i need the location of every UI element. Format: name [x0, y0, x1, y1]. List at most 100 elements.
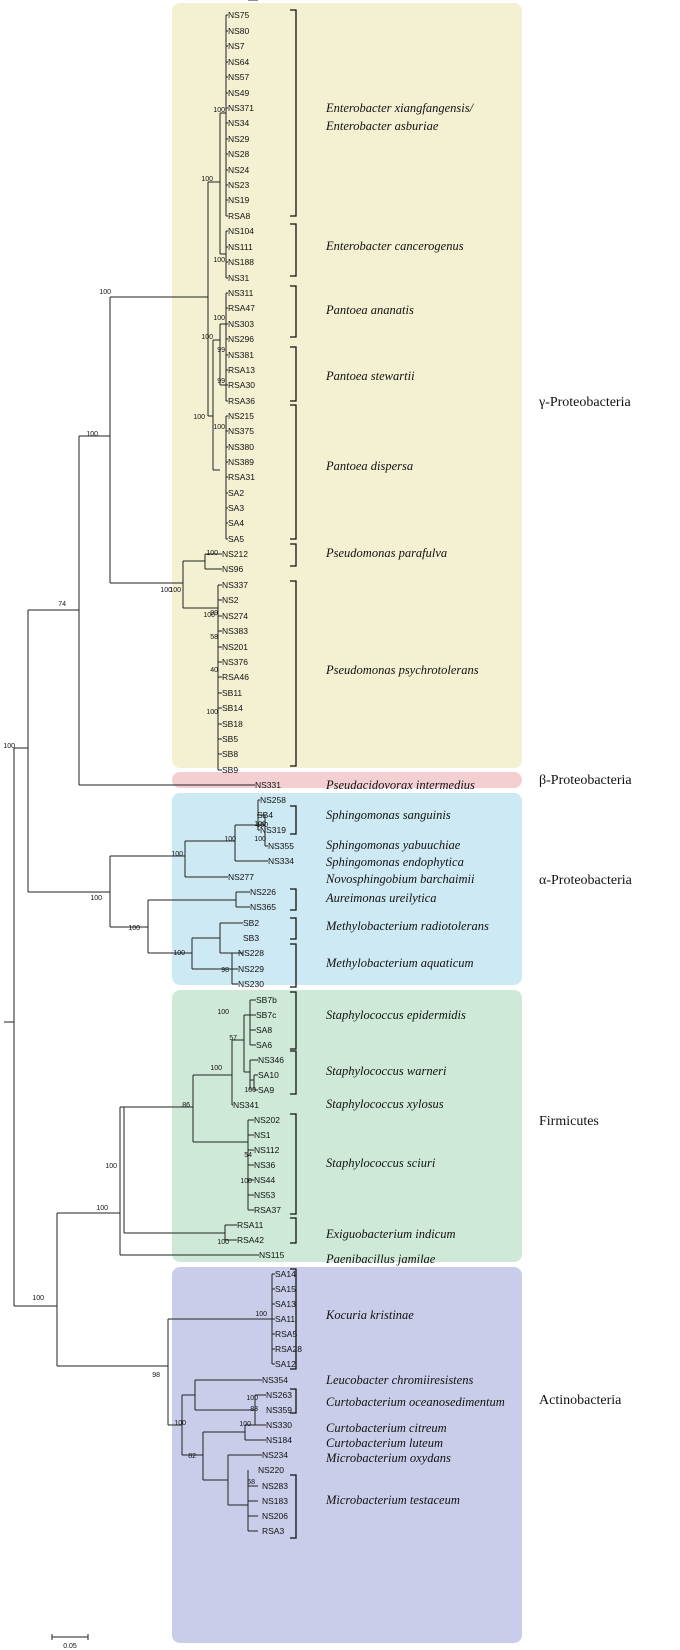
leaf-label: NS44 — [254, 1175, 276, 1185]
leaf-label: RSA5 — [275, 1329, 297, 1339]
bootstrap-value: 100 — [203, 612, 215, 619]
bootstrap-value: 100 — [169, 587, 181, 594]
group-labels: γ-Proteobacteriaβ-Proteobacteriaα-Proteo… — [538, 395, 633, 1408]
bootstrap-value: 100 — [96, 1205, 108, 1212]
group-label: Firmicutes — [539, 1114, 599, 1129]
leaf-label: NS274 — [222, 611, 248, 621]
bootstrap-value: 100 — [217, 1009, 229, 1016]
leaf-label: NS263 — [266, 1390, 292, 1400]
leaf-label: NS31 — [228, 273, 250, 283]
leaf-label: SA2 — [228, 488, 244, 498]
bootstrap-value: 98 — [221, 967, 229, 974]
leaf-label: NS228 — [238, 948, 264, 958]
species-name: Aureimonas ureilytica — [325, 891, 437, 905]
group-panel — [172, 772, 522, 788]
leaf-label: SA9 — [258, 1085, 274, 1095]
leaf-label: NS184 — [266, 1435, 292, 1445]
species-name: Staphylococcus xylosus — [326, 1097, 444, 1111]
species-name: Pseudomonas parafulva — [325, 546, 447, 560]
leaf-label: NS383 — [222, 626, 248, 636]
leaf-label: NS226 — [250, 887, 276, 897]
leaf-label: NS28 — [228, 149, 250, 159]
bootstrap-value: 100 — [246, 1395, 258, 1402]
bootstrap-value: 100 — [254, 836, 266, 843]
bootstrap-value: 58 — [210, 634, 218, 641]
leaf-label: NS334 — [268, 856, 294, 866]
species-bracket — [290, 346, 297, 402]
leaf-label: RSA37 — [254, 1205, 281, 1215]
leaf-label: RSA31 — [228, 472, 255, 482]
group-panel — [172, 3, 522, 768]
leaf-label: NS220 — [258, 1465, 284, 1475]
species-bracket — [290, 991, 297, 1050]
leaf-label: RSA47 — [228, 303, 255, 313]
leaf-label: NS355 — [268, 841, 294, 851]
leaf-label: NS112 — [254, 1145, 280, 1155]
leaf-label: NS371 — [228, 103, 254, 113]
leaf-label: RSA36 — [228, 396, 255, 406]
leaf-label: SB7c — [256, 1010, 277, 1020]
bootstrap-value: 100 — [160, 587, 172, 594]
bootstrap-value: 100 — [193, 414, 205, 421]
scale-bar: 0.05 — [51, 1634, 89, 1650]
leaf-label: RSA42 — [237, 1235, 264, 1245]
bootstrap-value: 100 — [256, 822, 268, 829]
leaf-label: SA15 — [275, 1284, 296, 1294]
bootstrap-value: 100 — [86, 431, 98, 438]
leaf-label: SB5 — [222, 734, 238, 744]
bootstrap-value: 100 — [240, 1178, 252, 1185]
bootstrap-value: 100 — [239, 1421, 251, 1428]
group-panel — [172, 1267, 522, 1643]
leaf-label: NS389 — [228, 457, 254, 467]
bootstrap-value: 99 — [210, 610, 218, 617]
tree-branches — [4, 0, 275, 1532]
leaf-label: NS380 — [228, 442, 254, 452]
species-bracket — [290, 1113, 297, 1215]
species-name: Enterobacter cancerogenus — [325, 239, 464, 253]
leaf-label: RSA46 — [222, 672, 249, 682]
species-bracket — [290, 1388, 297, 1414]
leaf-label: NS365 — [250, 902, 276, 912]
bootstrap-value: 100 — [90, 895, 102, 902]
species-name: Sphingomonas sanguinis — [326, 808, 451, 822]
bootstrap-value: 100 — [128, 925, 140, 932]
bootstrap-value: 57 — [229, 1035, 237, 1042]
bootstrap-value: 58 — [247, 1479, 255, 1486]
leaf-label: NS183 — [262, 1496, 288, 1506]
leaf-label: NS57 — [228, 72, 250, 82]
species-bracket — [290, 1268, 297, 1370]
bootstrap-value: 100 — [213, 315, 225, 322]
leaf-label: NS80 — [228, 26, 250, 36]
group-label: γ-Proteobacteria — [538, 395, 631, 410]
species-name: Staphylococcus epidermidis — [326, 1008, 466, 1022]
leaf-label: NS53 — [254, 1190, 276, 1200]
leaf-label: SA11 — [275, 1314, 295, 1324]
species-bracket — [290, 888, 297, 911]
species-name: Microbacterium oxydans — [325, 1451, 451, 1465]
species-name: Pantoea stewartii — [325, 369, 415, 383]
leaf-label: NS341 — [233, 1100, 259, 1110]
leaf-label: NS311 — [228, 288, 254, 298]
species-bracket — [290, 223, 297, 277]
leaf-label: NS19 — [228, 195, 250, 205]
species-name: Microbacterium testaceum — [325, 1493, 460, 1507]
leaf-label: NS346 — [258, 1055, 284, 1065]
leaf-label: NS376 — [222, 657, 248, 667]
species-bracket — [290, 1474, 297, 1539]
leaf-label: SA13 — [275, 1299, 296, 1309]
species-bracket — [290, 285, 297, 338]
species-name: Leucobacter chromiiresistens — [325, 1373, 473, 1387]
group-panels — [172, 3, 522, 1643]
leaf-label: NS331 — [255, 780, 281, 790]
bootstrap-value: 100 — [174, 1420, 186, 1427]
leaf-label: SA3 — [228, 503, 244, 513]
leaf-label: NS330 — [266, 1420, 292, 1430]
bootstrap-value: 100 — [213, 257, 225, 264]
leaf-label: NS319 — [260, 825, 286, 835]
group-panel — [172, 990, 522, 1262]
species-name: Kocuria kristinae — [325, 1308, 414, 1322]
leaf-label: NS29 — [228, 134, 250, 144]
species-name: Methylobacterium aquaticum — [325, 956, 474, 970]
species-bracket — [290, 943, 297, 988]
